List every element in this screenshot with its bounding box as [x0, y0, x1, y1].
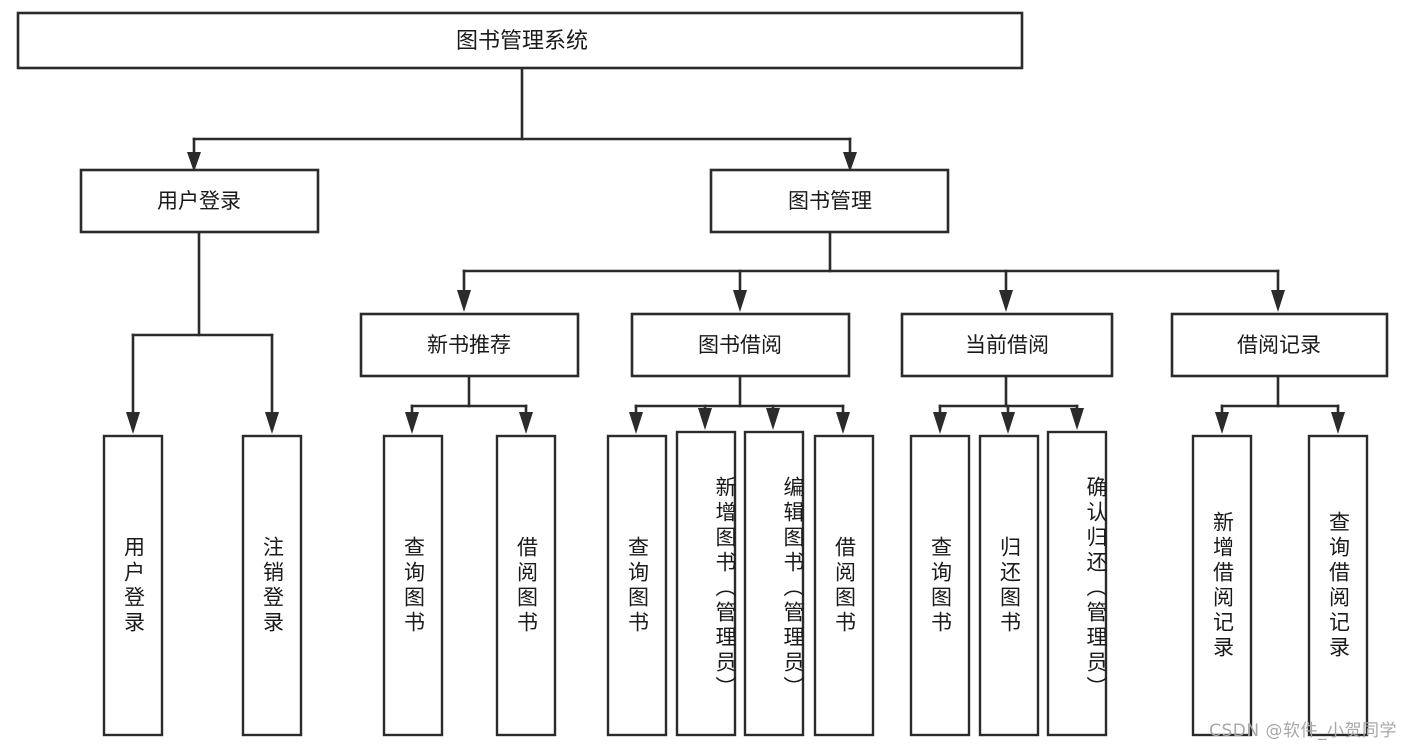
connector-root-to-level2 — [187, 66, 857, 172]
node-user-login[interactable]: 用户登录 — [79, 168, 320, 234]
leaf-box-bookborrow-query[interactable] — [606, 434, 668, 737]
node-new-book-recommend[interactable]: 新书推荐 — [359, 312, 580, 378]
connector-bookborrow-to-leaves — [629, 374, 850, 434]
node-user-login-label: 用户登录 — [157, 189, 241, 213]
leaf-box-bookborrow-borrow[interactable] — [813, 434, 875, 737]
leaf-label-user-login-login: 用户登录 — [121, 535, 146, 636]
connector-bookmgmt-to-level3 — [457, 230, 1285, 312]
leaf-box-borrowrecord-query[interactable] — [1307, 434, 1369, 737]
node-root-label: 图书管理系统 — [456, 29, 588, 54]
leaf-label-borrowrecord-add: 新增借阅记录 — [1210, 510, 1235, 661]
node-book-management-label: 图书管理 — [788, 189, 872, 213]
connector-newbook-to-leaves — [405, 374, 533, 434]
node-borrow-record[interactable]: 借阅记录 — [1170, 312, 1389, 378]
leaf-label-currentborrow-query: 查询图书 — [928, 535, 953, 636]
node-root-system[interactable]: 图书管理系统 — [16, 11, 1024, 70]
leaf-box-currentborrow-confirm[interactable] — [1046, 430, 1108, 737]
leaf-label-currentborrow-return: 归还图书 — [997, 535, 1022, 636]
leaf-label-bookborrow-borrow: 借阅图书 — [832, 535, 857, 636]
leaf-box-currentborrow-query[interactable] — [909, 434, 971, 737]
leaf-label-bookborrow-edit: 编辑图书（管理员） — [781, 476, 805, 701]
node-borrow-record-label: 借阅记录 — [1237, 333, 1321, 357]
leaf-box-borrowrecord-add[interactable] — [1191, 434, 1253, 737]
leaf-box-bookborrow-add[interactable] — [675, 430, 737, 737]
leaf-label-borrowrecord-query: 查询借阅记录 — [1326, 510, 1351, 661]
leaf-label-newbook-query: 查询图书 — [401, 535, 426, 636]
leaf-box-bookborrow-edit[interactable] — [743, 430, 805, 737]
leaf-box-user-login-logout[interactable] — [241, 434, 303, 737]
connector-currentborrow-to-leaves — [933, 374, 1084, 434]
leaf-label-currentborrow-confirm: 确认归还（管理员） — [1084, 476, 1108, 701]
leaf-box-currentborrow-return[interactable] — [978, 434, 1040, 737]
node-book-management[interactable]: 图书管理 — [709, 168, 950, 234]
leaf-box-user-login-login[interactable] — [102, 434, 164, 737]
node-book-borrow-label: 图书借阅 — [698, 333, 782, 357]
connector-borrowrecord-to-leaves — [1215, 374, 1345, 434]
node-current-borrow-label: 当前借阅 — [965, 333, 1049, 357]
leaf-box-newbook-borrow[interactable] — [495, 434, 557, 737]
leaf-box-newbook-query[interactable] — [382, 434, 444, 737]
node-new-book-recommend-label: 新书推荐 — [427, 333, 511, 357]
leaf-label-bookborrow-add: 新增图书（管理员） — [713, 476, 737, 701]
connector-userlogin-to-leaves — [126, 230, 279, 434]
csdn-watermark: CSDN @软件_小贺同学 — [1209, 721, 1397, 741]
leaf-label-user-login-logout: 注销登录 — [260, 535, 285, 636]
node-book-borrow[interactable]: 图书借阅 — [630, 312, 851, 378]
node-current-borrow[interactable]: 当前借阅 — [900, 312, 1114, 378]
leaf-label-bookborrow-query: 查询图书 — [625, 535, 650, 636]
leaf-label-newbook-borrow: 借阅图书 — [514, 535, 539, 636]
